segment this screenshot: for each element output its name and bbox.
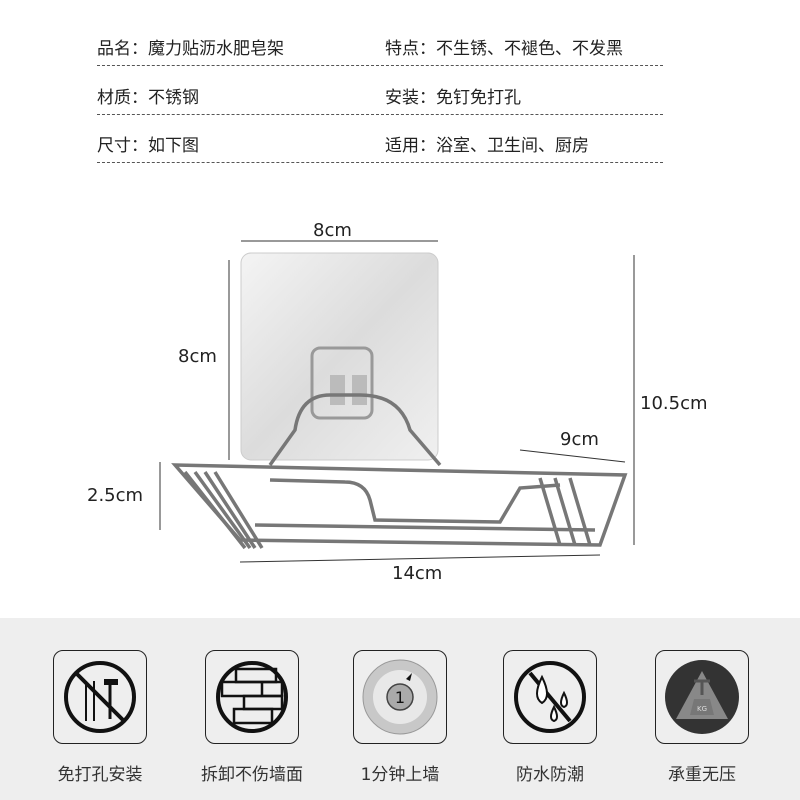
adhesive-plate xyxy=(240,252,439,461)
plate-height-label: 8cm xyxy=(178,346,217,367)
spec-value: 不生锈、不褪色、不发黑 xyxy=(436,39,623,59)
weight-load-icon: KG xyxy=(665,660,739,734)
brick-wall-icon xyxy=(216,661,288,733)
spec-key: 适用： xyxy=(385,136,436,156)
feature-waterproof xyxy=(502,650,598,744)
no-drill-icon xyxy=(64,661,136,733)
spec-key: 特点： xyxy=(385,39,436,59)
total-height-label: 10.5cm xyxy=(640,393,708,414)
spec-key: 尺寸： xyxy=(97,136,148,156)
spec-value: 魔力贴沥水肥皂架 xyxy=(148,39,284,59)
spec-key: 品名： xyxy=(97,39,148,59)
feature-label: 防水防潮 xyxy=(516,765,584,785)
dimension-lines xyxy=(159,240,635,563)
spec-key: 材质： xyxy=(97,88,148,108)
feature-label: 1分钟上墙 xyxy=(360,765,440,785)
spec-value: 不锈钢 xyxy=(148,88,199,108)
dial-number: 1 xyxy=(395,688,405,707)
feature-label: 承重无压 xyxy=(668,765,736,785)
feature-wall-safe xyxy=(204,650,300,744)
spec-row: 品名：魔力贴沥水肥皂架 特点：不生锈、不褪色、不发黑 xyxy=(97,39,663,66)
spec-key: 安装： xyxy=(385,88,436,108)
hook-mount xyxy=(310,346,374,420)
feature-one-minute: 1 xyxy=(352,650,448,744)
weight-text: KG xyxy=(697,705,707,713)
wire-basket xyxy=(171,393,628,550)
spec-value: 免钉免打孔 xyxy=(436,88,521,108)
feature-no-drill xyxy=(52,650,148,744)
spec-value: 如下图 xyxy=(148,136,199,156)
feature-label: 拆卸不伤墙面 xyxy=(201,765,303,785)
spec-row: 尺寸：如下图 适用：浴室、卫生间、厨房 xyxy=(97,136,663,163)
total-width-label: 14cm xyxy=(392,563,443,584)
depth-label: 9cm xyxy=(560,429,599,450)
timer-dial-icon: 1 xyxy=(362,659,438,735)
basket-height-label: 2.5cm xyxy=(87,485,144,506)
plate-width-label: 8cm xyxy=(313,220,352,241)
feature-load-bearing: KG xyxy=(654,650,750,744)
spec-row: 材质：不锈钢 安装：免钉免打孔 xyxy=(97,88,663,115)
no-water-icon xyxy=(514,661,586,733)
soap-rack-image xyxy=(159,240,635,563)
feature-label: 免打孔安装 xyxy=(57,765,143,785)
spec-value: 浴室、卫生间、厨房 xyxy=(436,136,589,156)
